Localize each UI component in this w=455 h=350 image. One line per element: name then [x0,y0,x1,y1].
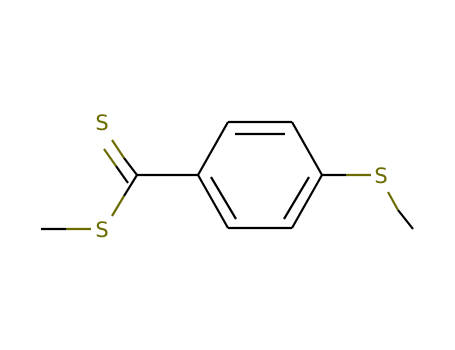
thione-bond-a-colored [111,139,125,159]
ring-bond-4 [291,174,323,229]
thione-bond-b-black [115,165,129,184]
thione-bond-b-colored [103,148,117,167]
carbon-bonds [41,120,414,231]
ring-bond-3 [291,121,323,176]
ring-bond-1 [197,121,229,176]
atom-labels: S S S [95,111,387,242]
ring-inner-bond-right [283,176,310,220]
sulfur-atom-thioether: S [374,164,387,188]
thioester-bond-black [123,174,138,197]
thioester-bond-colored [111,195,125,217]
ring-bond-6 [197,174,229,229]
right-methyl-bond-colored [387,191,399,211]
sulfur-bonds [66,139,399,231]
ring-inner-bond-left [210,176,237,220]
sulfur-atom-thione: S [95,111,108,135]
right-methyl-bond-black [397,209,414,230]
sulfur-atom-thioester: S [95,218,108,242]
thione-bond-a-black [123,157,138,176]
